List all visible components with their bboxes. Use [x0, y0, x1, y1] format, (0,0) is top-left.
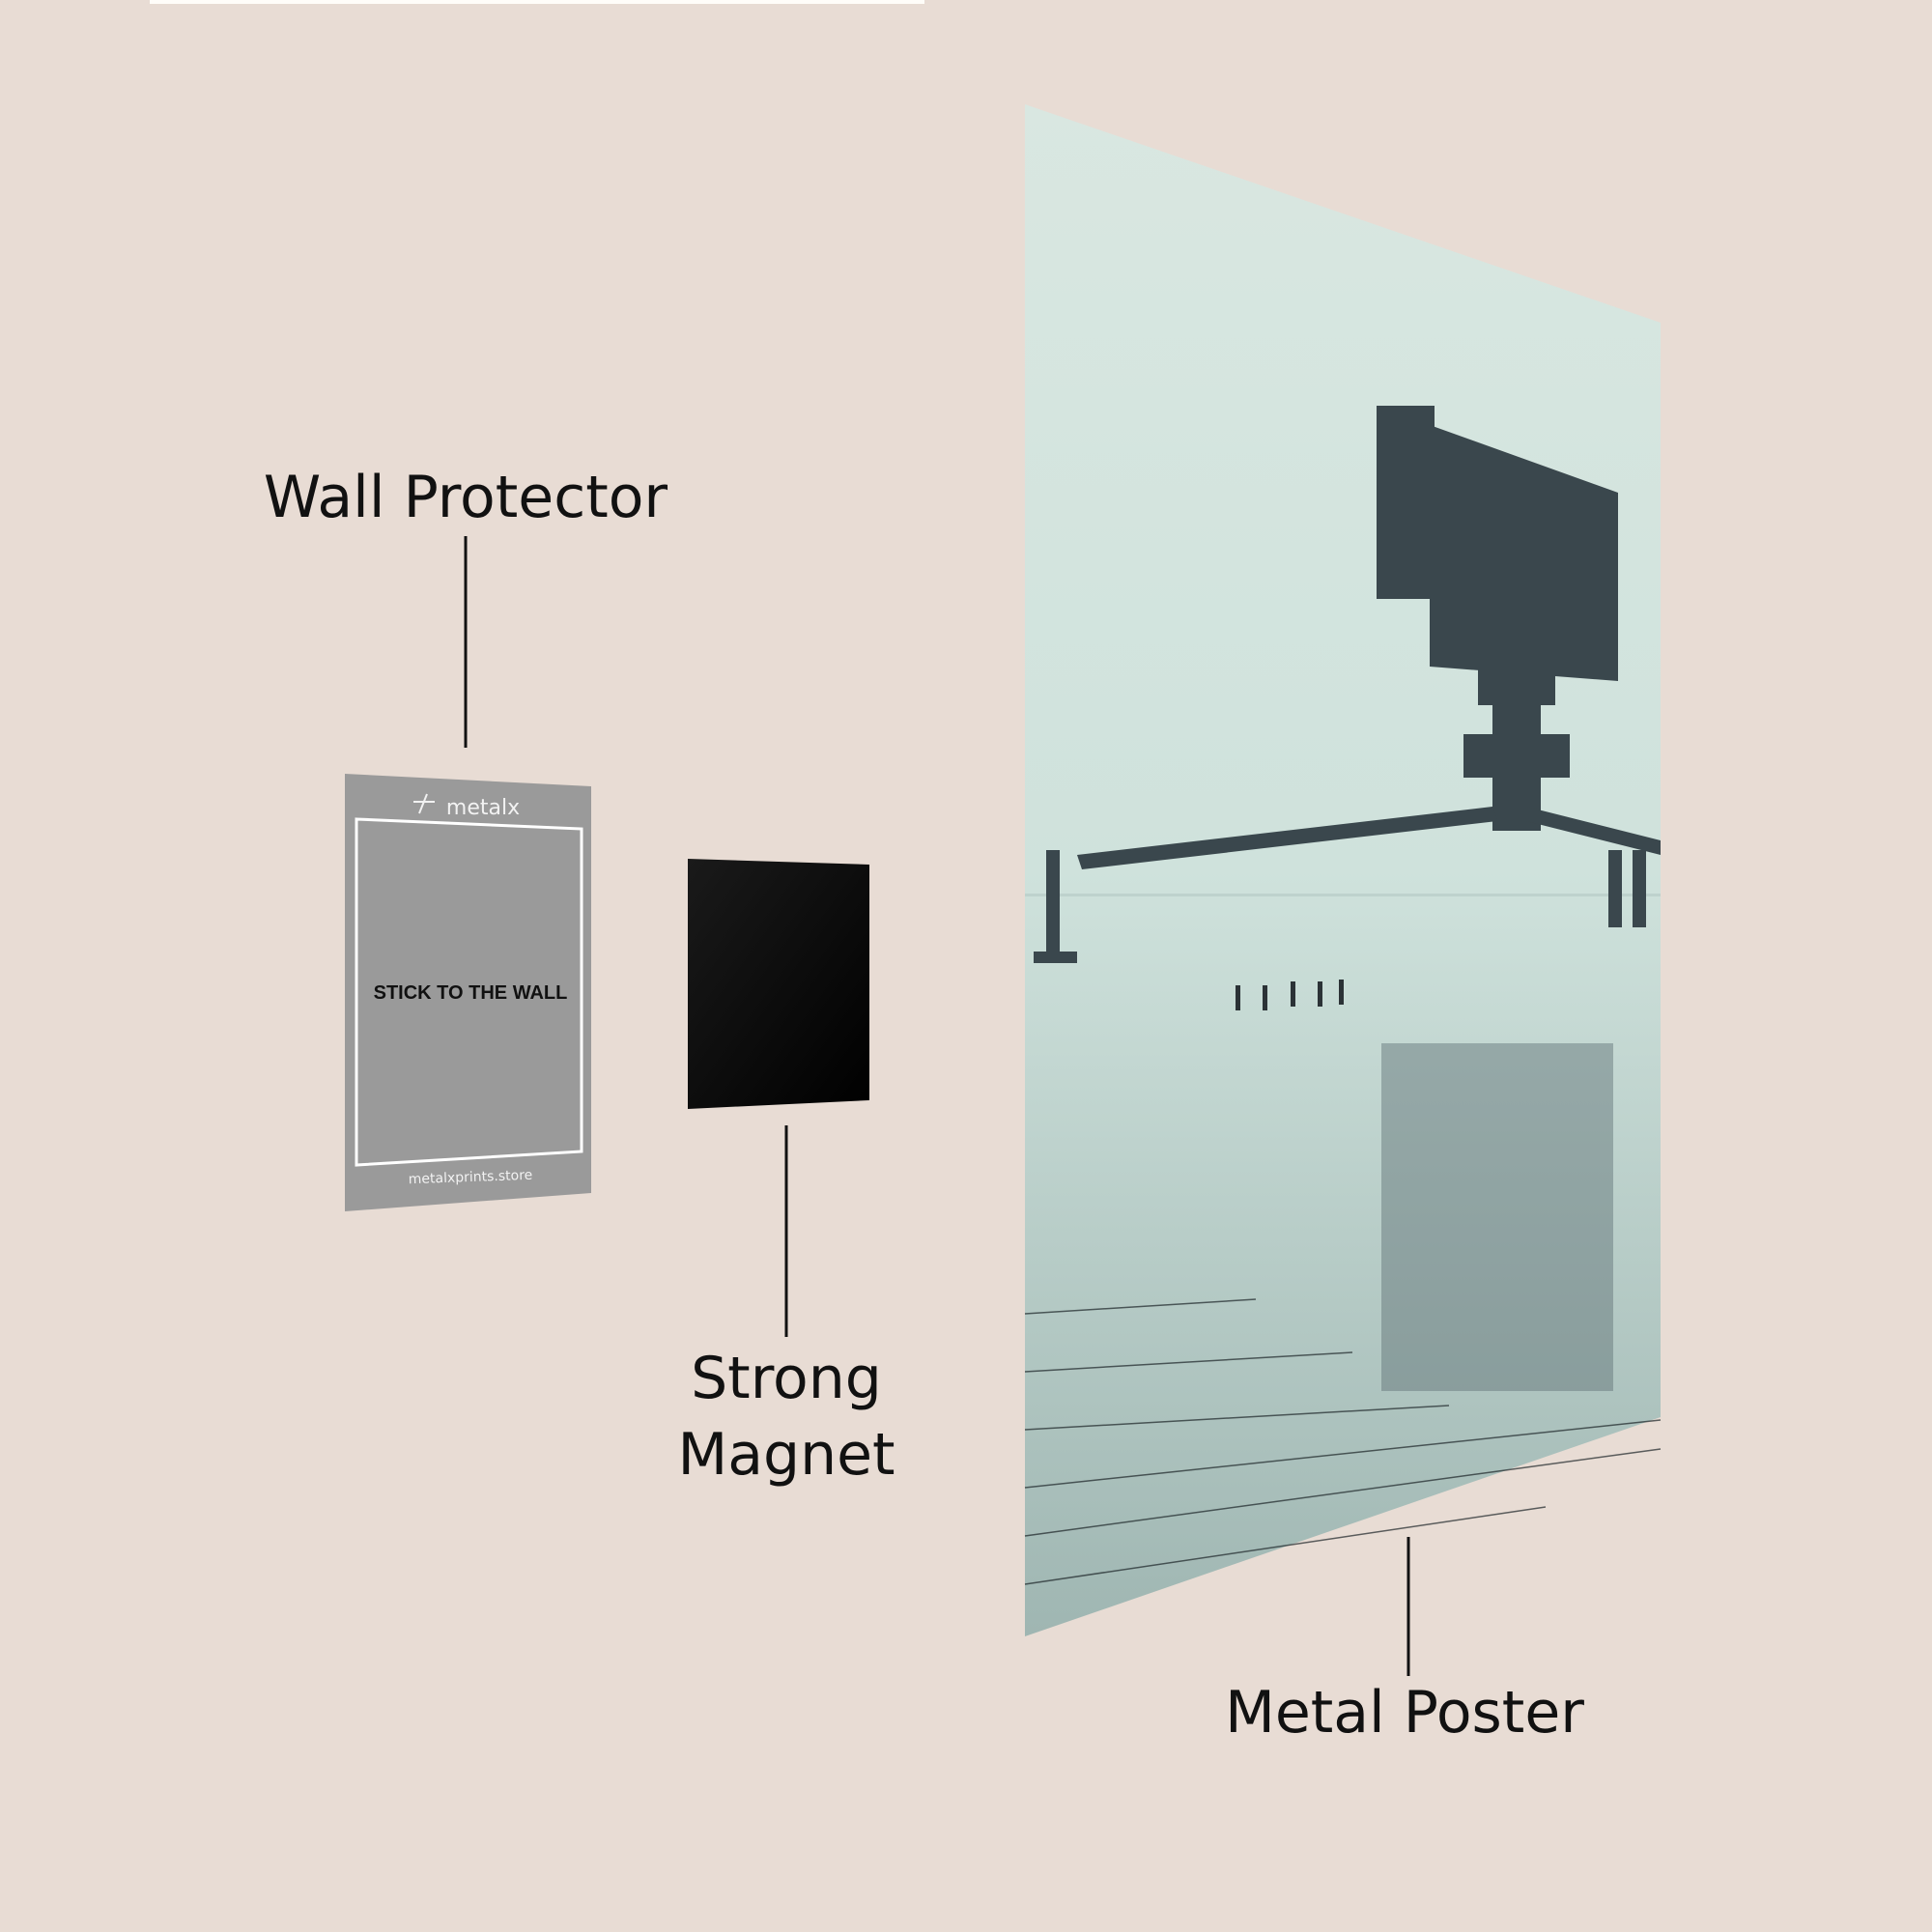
card-website: metalxprints.store: [409, 1168, 533, 1187]
poster-reflection: [1381, 1043, 1613, 1391]
metalx-logo-icon: [413, 793, 435, 814]
metal-poster-label: Metal Poster: [1225, 1679, 1584, 1747]
magnet-label: Magnet: [677, 1421, 895, 1489]
card-brand: metalx: [446, 796, 520, 820]
top-strip: [150, 0, 924, 4]
wall-protector-label: Wall Protector: [264, 464, 668, 531]
wall-protector-card: metalx STICK TO THE WALL metalxprints.st…: [345, 774, 591, 1211]
metal-poster: [1024, 104, 1662, 1636]
poster-structure: [1034, 406, 1661, 963]
strong-label: Strong: [691, 1345, 882, 1412]
strong-magnet: [688, 859, 869, 1109]
poster-people: [1236, 980, 1344, 1010]
card-instruction: STICK TO THE WALL: [374, 982, 568, 1004]
poster-ice-lines: [1024, 1298, 1662, 1585]
